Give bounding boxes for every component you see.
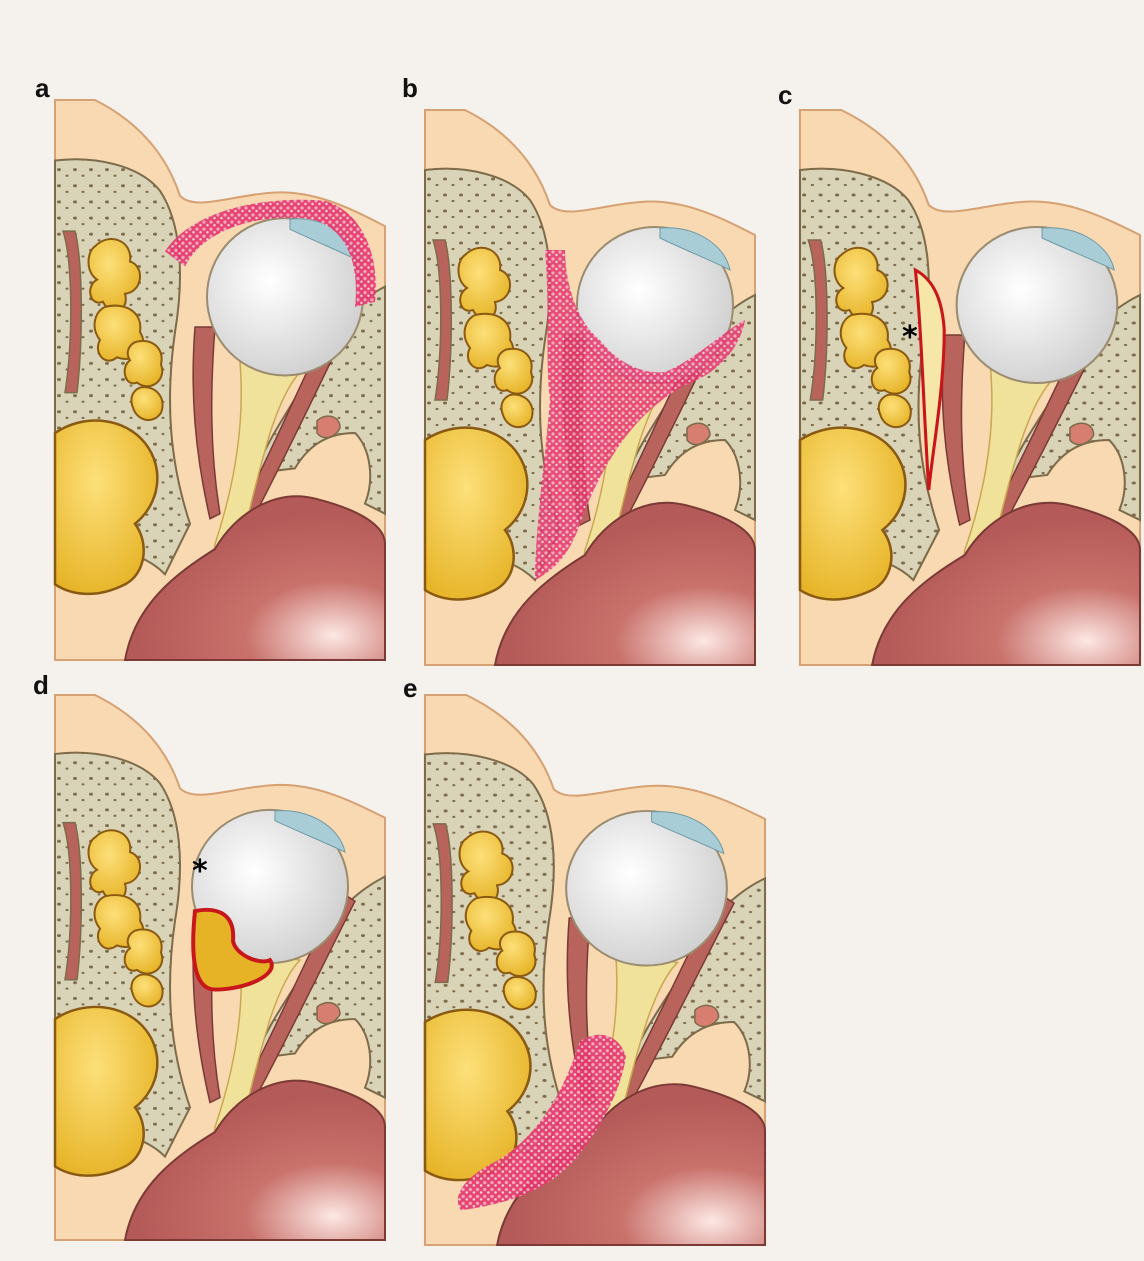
panel-c-illustration <box>800 110 1140 665</box>
ethmoid-cell-4 <box>501 395 532 428</box>
ethmoid-cell-3 <box>497 932 536 977</box>
panel-e-illustration <box>425 695 765 1245</box>
panel-label-e: e <box>403 675 417 701</box>
panel-b <box>425 110 755 665</box>
panel-b-illustration <box>425 110 755 665</box>
panel-a-illustration <box>55 100 385 660</box>
panel-d <box>55 695 385 1240</box>
panel-label-b: b <box>402 75 418 101</box>
panel-label-c: c <box>778 82 792 108</box>
panel-label-a: a <box>35 75 49 101</box>
ethmoid-cell-3 <box>125 929 163 973</box>
ethmoid-cell-4 <box>504 977 536 1009</box>
ethmoid-cell-3 <box>125 341 163 386</box>
panel-c <box>800 110 1140 665</box>
panel-label-d: d <box>33 672 49 698</box>
ethmoid-cell-3 <box>495 349 533 394</box>
abscess-marker-c: * <box>902 323 918 353</box>
ethmoid-cell-4 <box>131 387 162 420</box>
abscess-marker-d: * <box>192 857 208 887</box>
panel-a <box>55 100 385 660</box>
ethmoid-cell-4 <box>131 974 162 1006</box>
panel-e <box>425 695 765 1245</box>
ethmoid-cell-4 <box>879 395 911 428</box>
ethmoid-cell-3 <box>872 349 911 394</box>
panel-d-illustration <box>55 695 385 1240</box>
